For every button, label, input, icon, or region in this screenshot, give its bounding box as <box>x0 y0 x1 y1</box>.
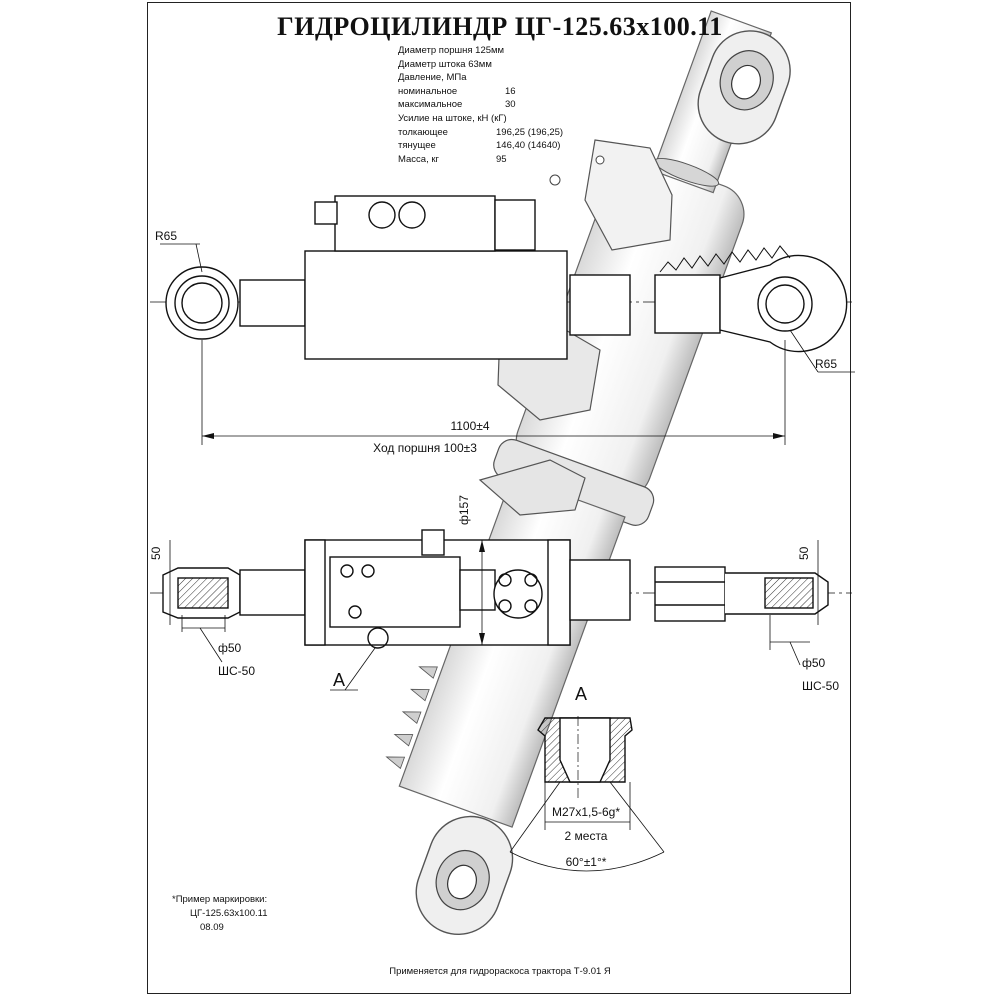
dim-bearing-left: ШС-50 <box>218 664 255 678</box>
spec-piston-diameter: Диаметр поршня 125мм <box>398 45 505 56</box>
view-marker-callout: А <box>333 670 345 690</box>
dim-bearing-right: ШС-50 <box>802 679 839 693</box>
application-footer: Применяется для гидрораскоса трактора Т-… <box>389 966 611 977</box>
view-marker-detail: А <box>575 684 587 704</box>
marking-code: ЦГ-125.63х100.11 <box>190 908 268 919</box>
spec-pull-label: тянущее <box>398 140 436 152</box>
spec-push-label: толкающее <box>398 126 448 138</box>
dim-eye-width-left: 50 <box>149 546 163 560</box>
marking-date: 08.09 <box>200 922 224 933</box>
spec-maximal-label: максимальное <box>398 99 463 111</box>
top-view <box>150 529 852 691</box>
dimension-labels: R65 R65 1100±4 Ход поршня 100±3 ф157 50 … <box>149 229 839 869</box>
front-view <box>150 195 855 445</box>
spec-nominal-label: номинальное <box>398 85 458 97</box>
dim-body-diameter: ф157 <box>457 495 471 525</box>
dim-stroke: Ход поршня 100±3 <box>373 441 477 455</box>
spec-pressure-heading: Давление, МПа <box>398 72 467 84</box>
section-a-detail <box>509 716 665 872</box>
dim-overall-length: 1100±4 <box>450 419 489 433</box>
spec-rod-diameter: Диаметр штока 63мм <box>398 58 492 70</box>
drawing-title: ГИДРОЦИЛИНДР ЦГ-125.63х100.11 <box>277 12 723 41</box>
dim-radius-left: R65 <box>155 229 177 243</box>
spec-maximal-value: 30 <box>505 99 516 111</box>
dim-pin-left: ф50 <box>218 641 242 655</box>
dim-angle: 60°±1°* <box>566 855 607 869</box>
spec-nominal-value: 16 <box>505 85 516 97</box>
dim-thread: М27х1,5-6g* <box>552 805 620 819</box>
drawing-frame <box>147 2 851 994</box>
spec-force-heading: Усилие на штоке, кН (кГ) <box>398 112 507 124</box>
dim-places: 2 места <box>565 829 608 843</box>
spec-push-value: 196,25 (196,25) <box>496 126 564 138</box>
dim-eye-width-right: 50 <box>797 546 811 560</box>
dim-radius-right: R65 <box>815 357 837 371</box>
spec-mass-label: Масса, кг <box>398 153 439 165</box>
marking-heading: *Пример маркировки: <box>172 894 268 905</box>
spec-mass-value: 95 <box>496 153 507 165</box>
dim-pin-right: ф50 <box>802 656 826 670</box>
marking-note: *Пример маркировки: ЦГ-125.63х100.11 08.… <box>172 893 268 935</box>
spec-pull-value: 146,40 (14640) <box>496 140 561 152</box>
